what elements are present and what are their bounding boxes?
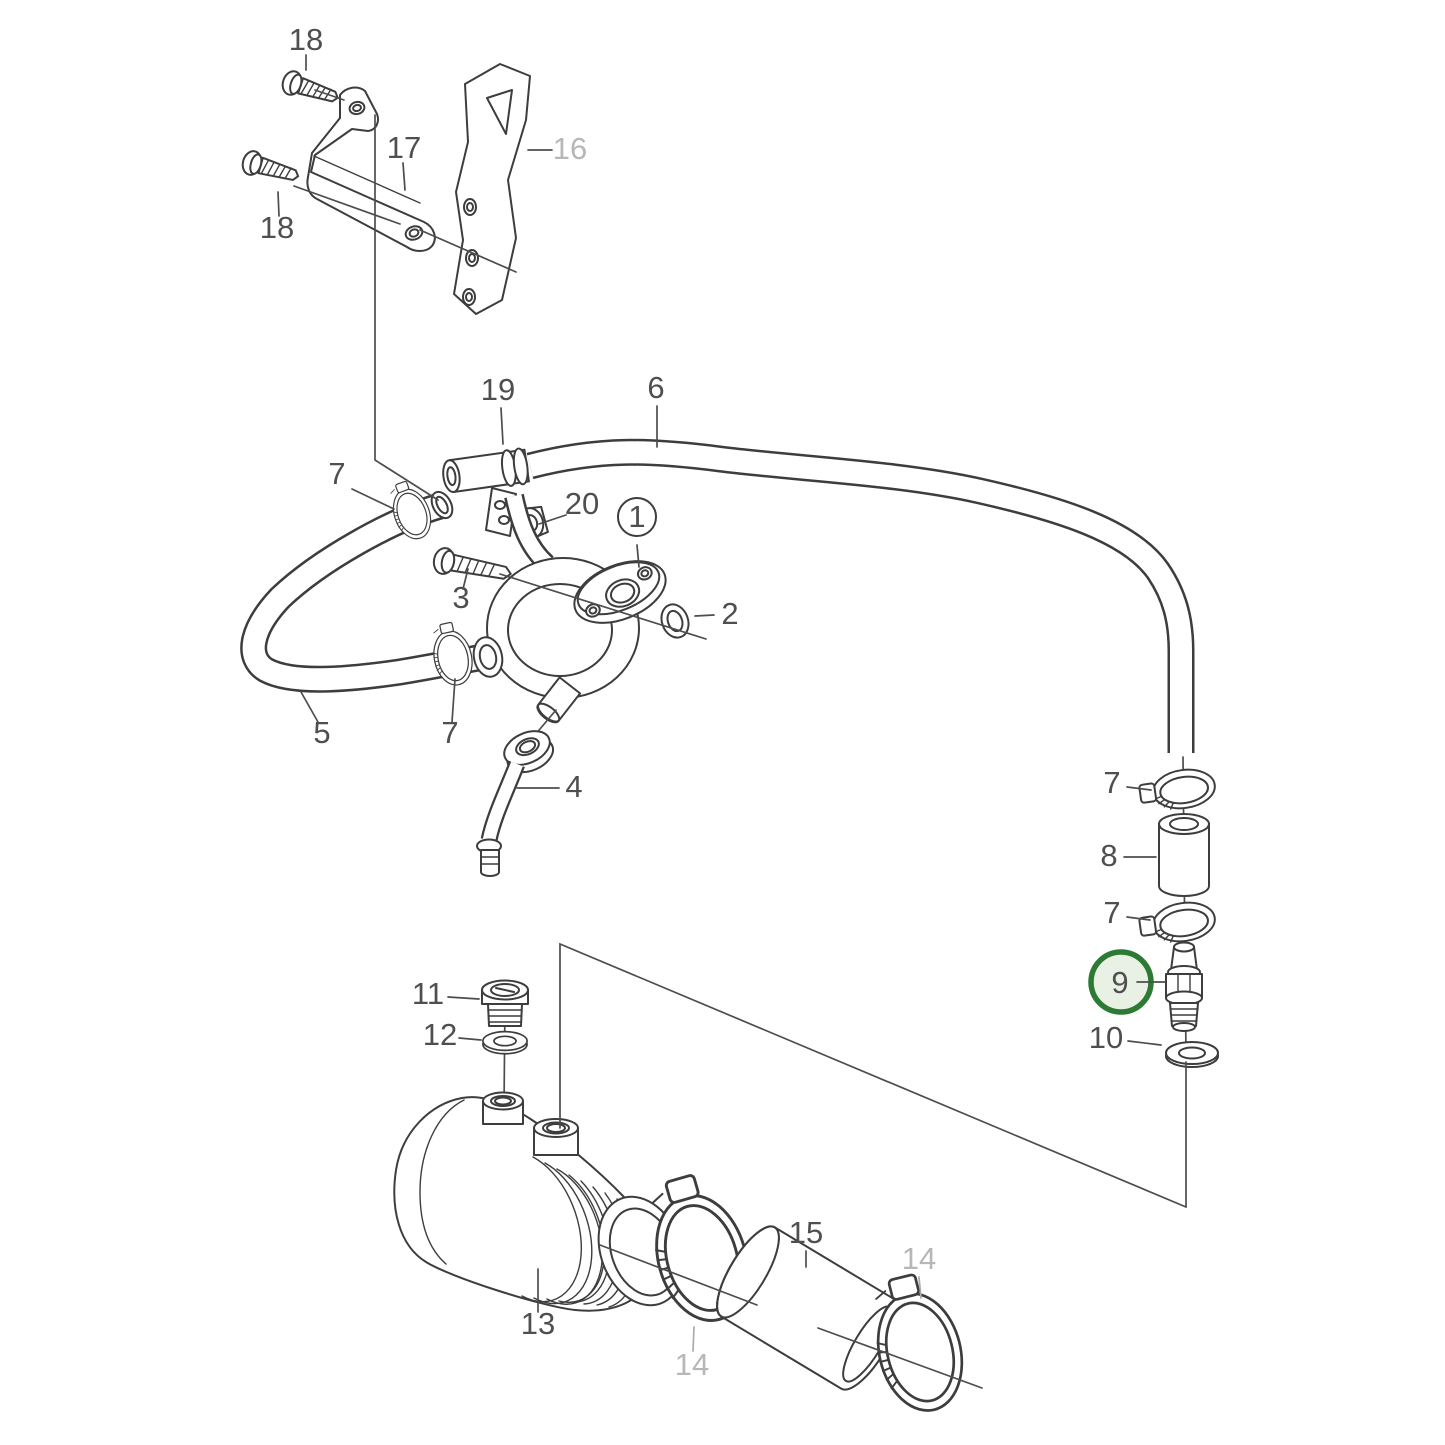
hose-5 [240, 490, 487, 693]
elbow-pipe-4 [476, 730, 555, 877]
sleeve-8 [1158, 813, 1210, 897]
part-label-3: 3 [452, 580, 469, 615]
muffler-port-left [482, 1091, 524, 1125]
part-label-15: 15 [789, 1215, 823, 1250]
part-label-1: 1 [628, 499, 645, 534]
part-label-16: 16 [553, 131, 587, 166]
washer-12 [482, 1030, 528, 1055]
washer-10 [1165, 1041, 1219, 1068]
part-label-7-hose-upper: 7 [328, 456, 345, 491]
screw-18-lower [239, 147, 303, 189]
water-pump-1 [472, 493, 667, 724]
muffler-port-right [533, 1118, 579, 1156]
plug-11 [481, 979, 529, 1027]
part-label-7-right-lower: 7 [1103, 895, 1120, 930]
part-label-19: 19 [481, 372, 515, 407]
hose-6 [526, 438, 1195, 753]
part-label-5: 5 [313, 715, 330, 750]
part-label-18-upper: 18 [289, 22, 323, 57]
part-label-12: 12 [423, 1017, 457, 1052]
hose-clamp-7-right-lower [1136, 897, 1219, 948]
hidden-axis-lines [503, 756, 1187, 1109]
nipple-fitting-9 [1165, 941, 1203, 1032]
o-ring-2 [660, 603, 690, 639]
part-label-7-right-upper: 7 [1103, 765, 1120, 800]
part-label-20: 20 [565, 486, 599, 521]
part-labels: 18 17 16 18 19 6 7 20 1 3 2 5 7 4 7 8 7 … [260, 22, 1129, 1382]
part-label-14-right: 14 [902, 1241, 936, 1276]
part-label-13: 13 [521, 1306, 555, 1341]
leader-lines [277, 54, 1187, 1389]
part-label-14-left: 14 [675, 1347, 709, 1382]
bracket-17 [306, 86, 436, 252]
part-label-17: 17 [387, 130, 421, 165]
bracket-16 [453, 63, 531, 315]
callout-circle-1 [617, 497, 657, 537]
part-label-10: 10 [1089, 1020, 1123, 1055]
hose-fitting-19 [442, 447, 530, 494]
part-label-4: 4 [565, 769, 582, 804]
screw-18-upper [278, 67, 343, 111]
part-label-8: 8 [1100, 838, 1117, 873]
part-label-9-highlighted: 9 [1111, 965, 1128, 1000]
part-label-11: 11 [412, 976, 444, 1011]
muffler-13 [393, 1091, 685, 1312]
part-label-6: 6 [647, 370, 664, 405]
part-label-18-lower: 18 [260, 210, 294, 245]
part-label-7-hose-lower: 7 [441, 715, 458, 750]
bolt-3 [432, 547, 512, 580]
part-label-2: 2 [721, 596, 738, 631]
